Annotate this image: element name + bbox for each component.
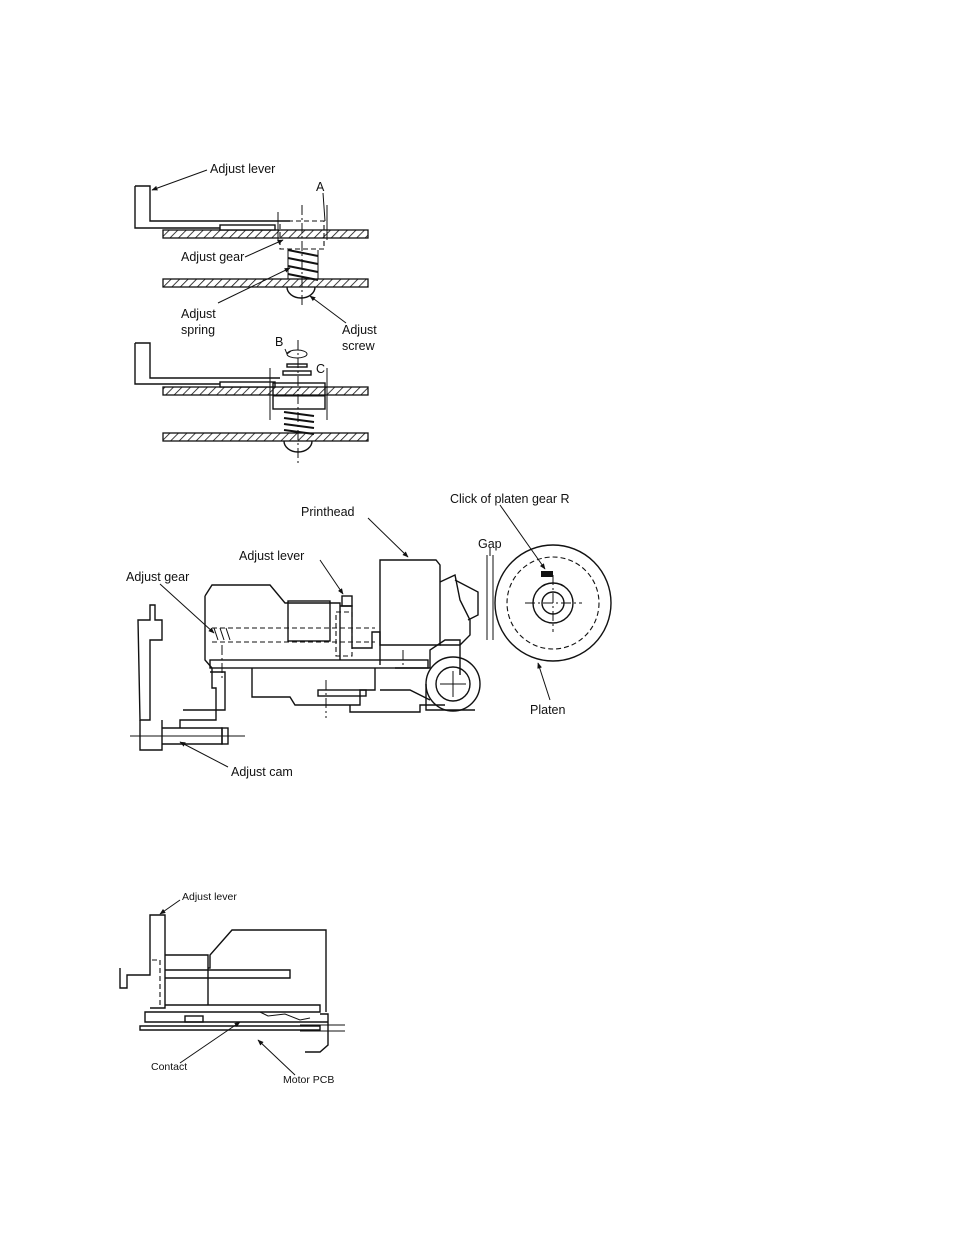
label-adjust-lever-3: Adjust lever bbox=[182, 891, 237, 903]
label-motor-pcb: Motor PCB bbox=[283, 1074, 334, 1086]
label-point-b: B bbox=[275, 335, 283, 349]
label-platen: Platen bbox=[530, 703, 565, 717]
printhead-platen-diagram: Printhead Click of platen gear R Gap Adj… bbox=[126, 492, 612, 779]
lever-lower-state bbox=[134, 340, 369, 464]
label-click-of-platen-gear: Click of platen gear R bbox=[450, 492, 570, 506]
label-adjust-spring-line1: Adjust bbox=[181, 307, 216, 321]
label-adjust-screw-line1: Adjust bbox=[342, 323, 377, 337]
label-adjust-lever-1: Adjust lever bbox=[210, 162, 275, 176]
label-adjust-spring-line2: spring bbox=[181, 323, 215, 337]
label-adjust-gear-2: Adjust gear bbox=[126, 570, 189, 584]
label-adjust-screw-line2: screw bbox=[342, 339, 376, 353]
label-contact: Contact bbox=[151, 1061, 187, 1073]
motor-pcb-diagram: Adjust lever Contact Motor PCB bbox=[119, 891, 345, 1086]
label-adjust-gear-1: Adjust gear bbox=[181, 250, 244, 264]
label-printhead: Printhead bbox=[301, 505, 355, 519]
label-point-a: A bbox=[316, 180, 325, 194]
label-adjust-cam: Adjust cam bbox=[231, 765, 293, 779]
lever-upper-state bbox=[134, 185, 369, 308]
label-adjust-lever-2: Adjust lever bbox=[239, 549, 304, 563]
label-gap: Gap bbox=[478, 537, 502, 551]
adjust-mechanism-diagram-upper: Adjust lever A Adjust gear Adjust spring… bbox=[134, 162, 377, 464]
label-point-c: C bbox=[316, 362, 325, 376]
